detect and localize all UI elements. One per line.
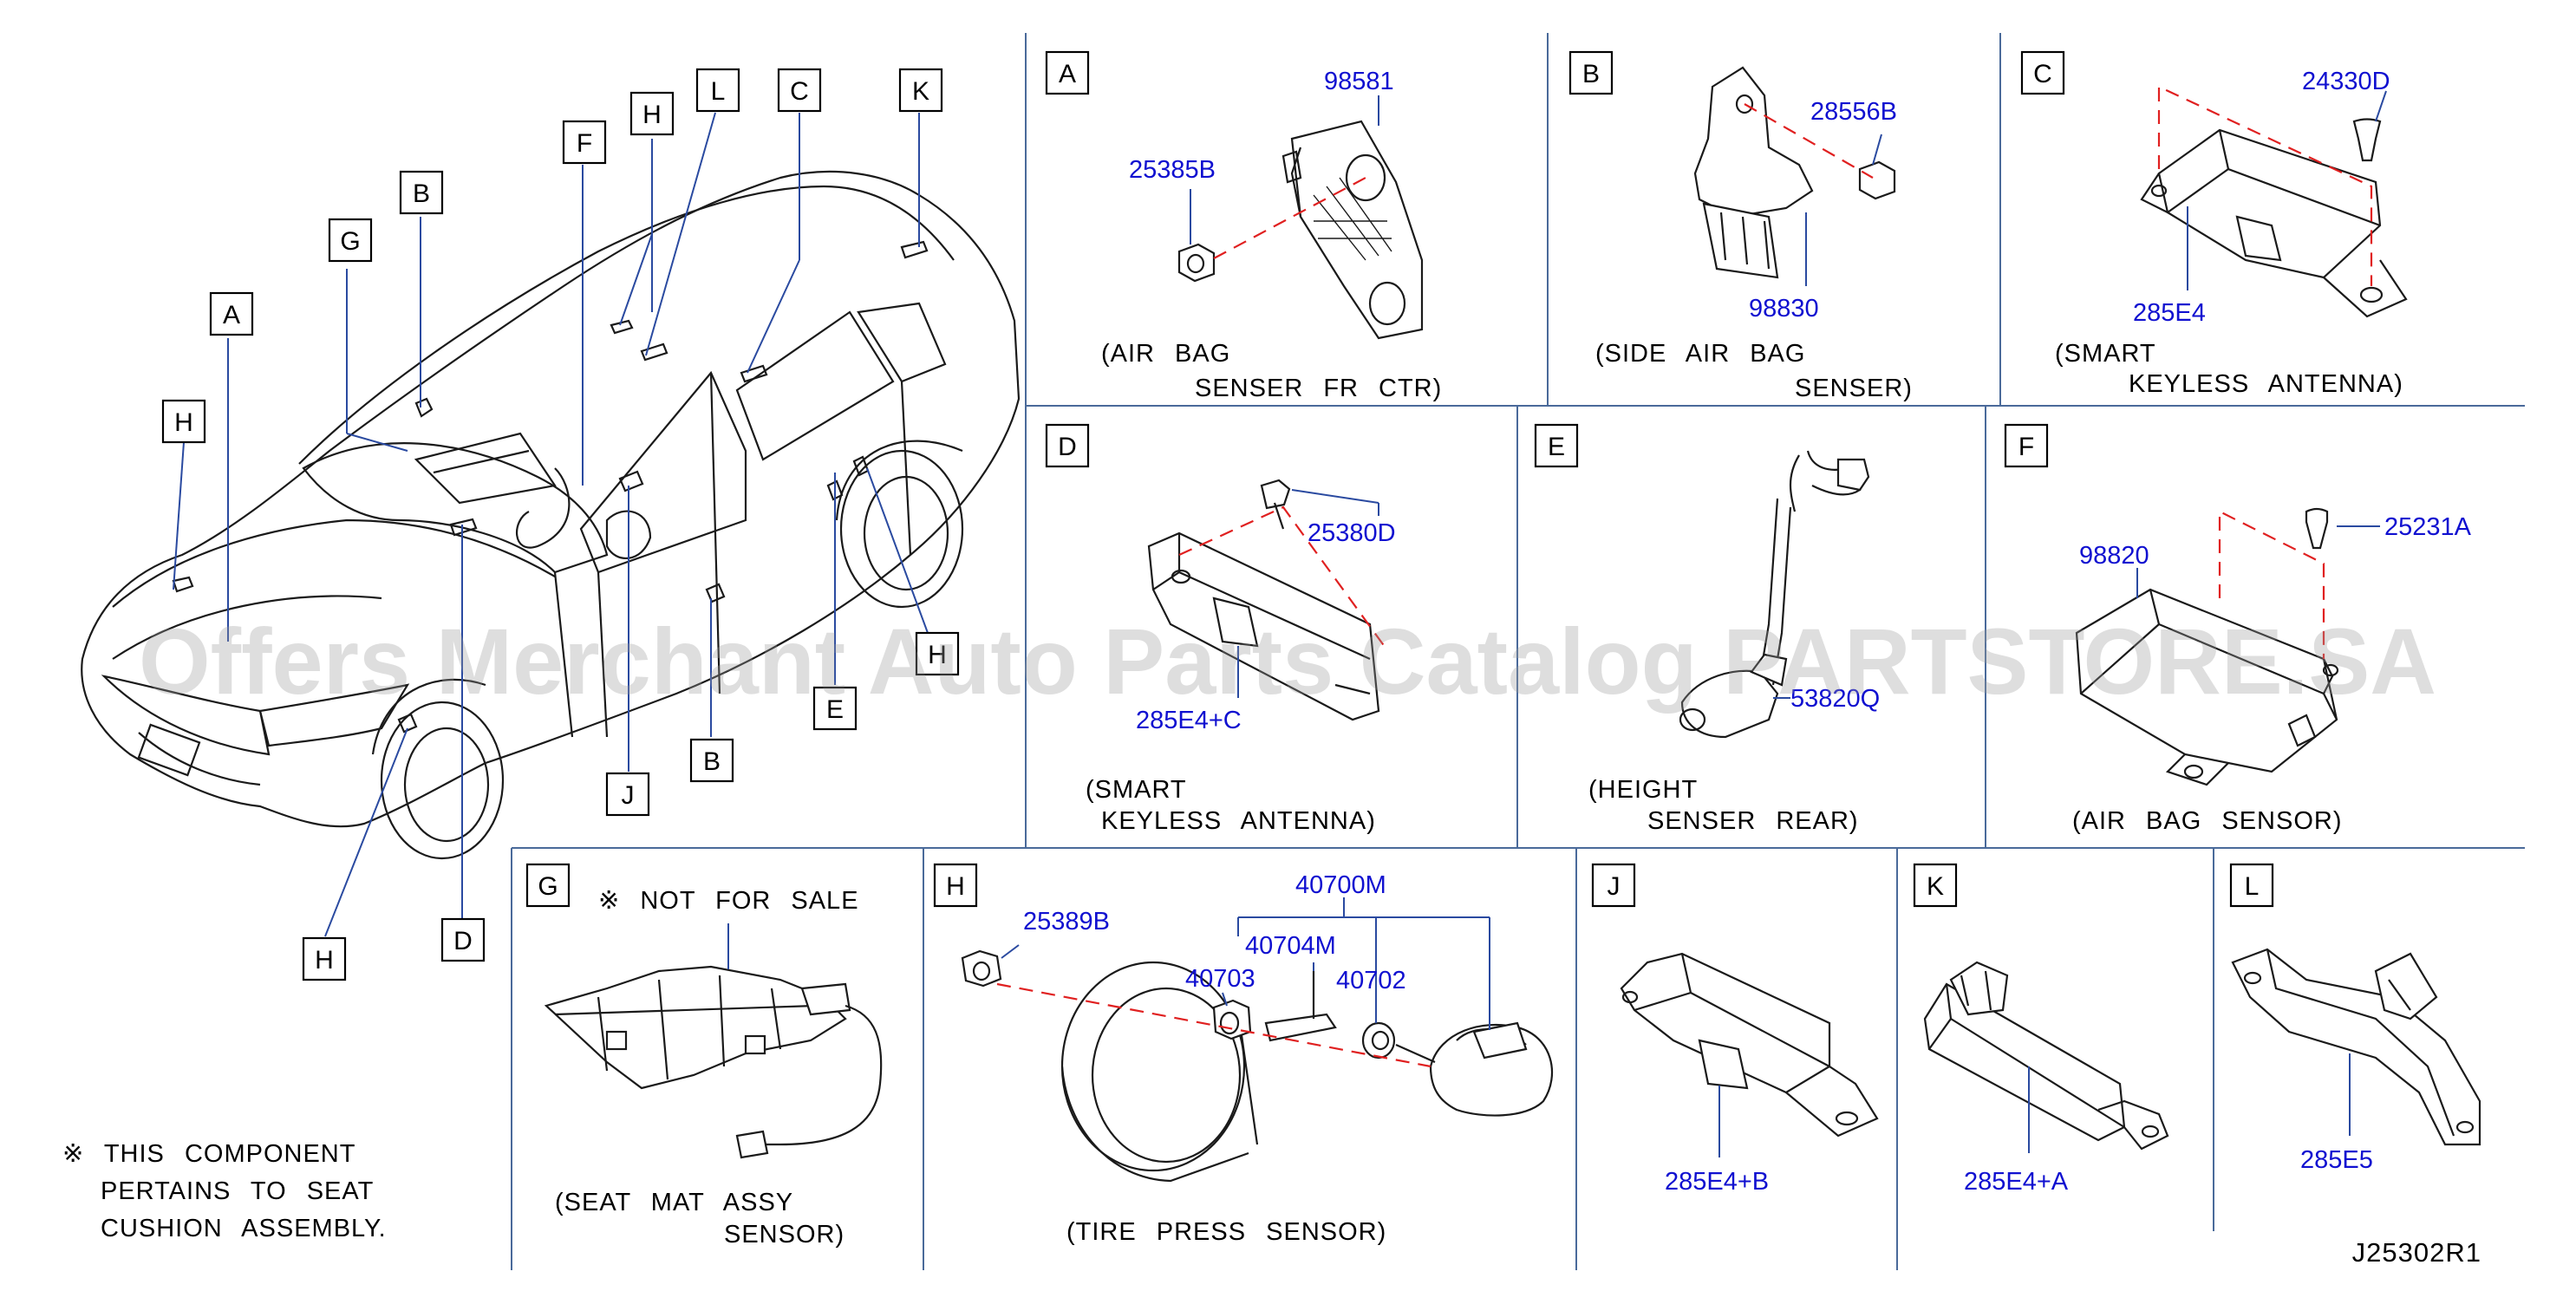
panel-a-caption-2: SENSER FR CTR) <box>1195 375 1442 402</box>
part-98830: 98830 <box>1749 295 1819 323</box>
panel-f: F 25231A 98820 (AIR BAG SENSOR) <box>2004 423 2472 835</box>
svg-text:A: A <box>223 301 240 329</box>
svg-text:H: H <box>315 946 334 975</box>
callout-f: F <box>562 120 607 165</box>
panel-j: J 285E4+B <box>1591 863 1879 1196</box>
svg-text:F: F <box>577 129 592 158</box>
part-285e5: 285E5 <box>2300 1146 2373 1174</box>
panel-a-letter: A <box>1059 60 1076 88</box>
footnote-line-3: CUSHION ASSEMBLY. <box>101 1215 387 1242</box>
part-28556b: 28556B <box>1810 98 1897 126</box>
panel-g-note: ※ NOT FOR SALE <box>598 887 859 915</box>
svg-text:G: G <box>340 227 360 256</box>
panel-d-caption-2: KEYLESS ANTENNA) <box>1101 807 1376 835</box>
panel-b-caption-1: (SIDE AIR BAG <box>1595 340 1805 368</box>
panel-c-caption-1: (SMART <box>2055 340 2156 368</box>
panel-l: L 285E5 <box>2229 863 2481 1174</box>
panel-c-caption-2: KEYLESS ANTENNA) <box>2129 370 2403 398</box>
watermark: Offers Merchant Auto Parts Catalog PARTS… <box>139 609 2436 714</box>
panel-c-letter: C <box>2033 60 2052 88</box>
panel-h-caption: (TIRE PRESS SENSOR) <box>1066 1218 1386 1246</box>
part-25380d: 25380D <box>1308 519 1396 547</box>
part-40702: 40702 <box>1336 967 1406 994</box>
svg-text:H: H <box>928 641 947 669</box>
callout-b-lower: B <box>689 738 734 783</box>
panel-b-letter: B <box>1582 60 1600 88</box>
panel-b-caption-2: SENSER) <box>1795 375 1913 402</box>
panel-c: C 24330D 285E4 (SMART KEYLESS ANTENNA) <box>2020 50 2408 398</box>
panel-e-caption-1: (HEIGHT <box>1588 776 1698 804</box>
callout-c: C <box>777 68 822 113</box>
callout-a: A <box>209 291 254 336</box>
svg-text:J: J <box>622 781 635 810</box>
part-25231a: 25231A <box>2384 513 2472 541</box>
part-25385b: 25385B <box>1129 156 1216 184</box>
panel-g-caption-2: SENSOR) <box>724 1221 845 1249</box>
panel-d-letter: D <box>1058 433 1077 461</box>
part-40700m: 40700M <box>1295 871 1386 899</box>
panel-g: G ※ NOT FOR SALE (SEAT MAT ASSY SENSOR) <box>525 863 883 1249</box>
callout-l: L <box>695 68 740 113</box>
footnote: ※ THIS COMPONENT PERTAINS TO SEAT CUSHIO… <box>62 1140 387 1242</box>
panel-b: B 28556B 98830 (SIDE AIR BAG SENSER) <box>1568 50 1913 402</box>
drawing-code: J25302R1 <box>2352 1237 2481 1268</box>
part-40704m: 40704M <box>1245 932 1336 960</box>
part-285e4: 285E4 <box>2133 299 2206 327</box>
callout-k: K <box>898 68 943 113</box>
footnote-line-2: PERTAINS TO SEAT <box>101 1177 374 1205</box>
panel-k: K 285E4+A <box>1913 863 2169 1196</box>
svg-text:B: B <box>413 179 430 208</box>
callout-h-rear: H <box>915 631 960 676</box>
part-53820q: 53820Q <box>1790 685 1880 713</box>
panel-e: E 53820Q (HEIGHT SENSER REAR) <box>1534 423 1880 835</box>
svg-text:D: D <box>453 927 473 955</box>
panel-f-caption: (AIR BAG SENSOR) <box>2072 807 2343 835</box>
part-25389b: 25389B <box>1023 908 1110 936</box>
footnote-line-1: ※ THIS COMPONENT <box>62 1140 355 1168</box>
part-24330d: 24330D <box>2302 68 2390 95</box>
panel-h-letter: H <box>946 872 965 901</box>
part-285e4-c: 285E4+C <box>1136 707 1242 734</box>
callout-e: E <box>812 686 858 731</box>
callout-h-roof: H <box>629 91 675 136</box>
svg-text:H: H <box>174 408 193 437</box>
panel-e-caption-2: SENSER REAR) <box>1647 807 1859 835</box>
part-285e4-b: 285E4+B <box>1665 1168 1769 1196</box>
part-40703: 40703 <box>1185 965 1255 993</box>
panel-g-letter: G <box>538 872 558 901</box>
callout-b: B <box>399 170 444 215</box>
vehicle-overview <box>81 170 1021 860</box>
callout-j: J <box>605 772 650 817</box>
svg-text:C: C <box>790 77 809 106</box>
panel-l-letter: L <box>2245 872 2260 901</box>
panel-h: H 40700M 25389B 40704M 4 <box>933 863 1554 1246</box>
part-285e4-a: 285E4+A <box>1964 1168 2069 1196</box>
svg-text:B: B <box>703 747 721 776</box>
panel-j-letter: J <box>1608 872 1621 901</box>
part-98820: 98820 <box>2079 542 2149 570</box>
panel-a: A 98581 25385B (AIR BAG SENSER FR CTR) <box>1045 50 1442 402</box>
panel-grid <box>511 33 2525 1270</box>
panel-k-letter: K <box>1927 872 1944 901</box>
panel-d-caption-1: (SMART <box>1086 776 1187 804</box>
panel-a-caption-1: (AIR BAG <box>1101 340 1230 368</box>
overview-callouts: A B B C D E F G H H H H J K L <box>161 68 960 981</box>
overview-leaders <box>173 112 929 937</box>
svg-text:H: H <box>642 101 662 129</box>
panel-d: D 25380D 285E4+C (SMART KEYLESS ANTENNA) <box>1045 423 1396 835</box>
callout-g: G <box>328 218 373 263</box>
svg-text:K: K <box>912 77 929 106</box>
callout-h-front: H <box>161 399 206 444</box>
panel-e-letter: E <box>1548 433 1565 461</box>
part-98581: 98581 <box>1324 68 1394 95</box>
callout-h-wheel: H <box>302 936 347 981</box>
svg-text:E: E <box>826 695 844 724</box>
svg-text:L: L <box>711 77 726 106</box>
callout-d: D <box>440 917 486 962</box>
panel-g-caption-1: (SEAT MAT ASSY <box>555 1189 793 1216</box>
panel-f-letter: F <box>2018 433 2034 461</box>
